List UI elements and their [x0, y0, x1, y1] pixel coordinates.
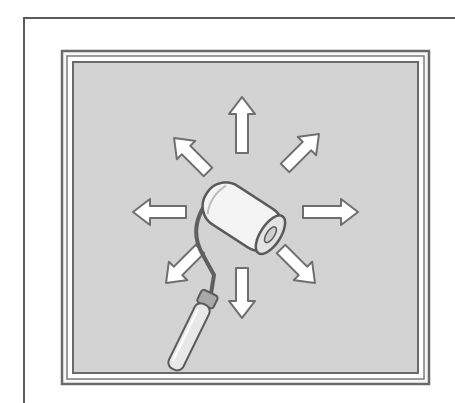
figure-canvas [0, 0, 455, 403]
paint-roller-illustration [0, 0, 455, 403]
